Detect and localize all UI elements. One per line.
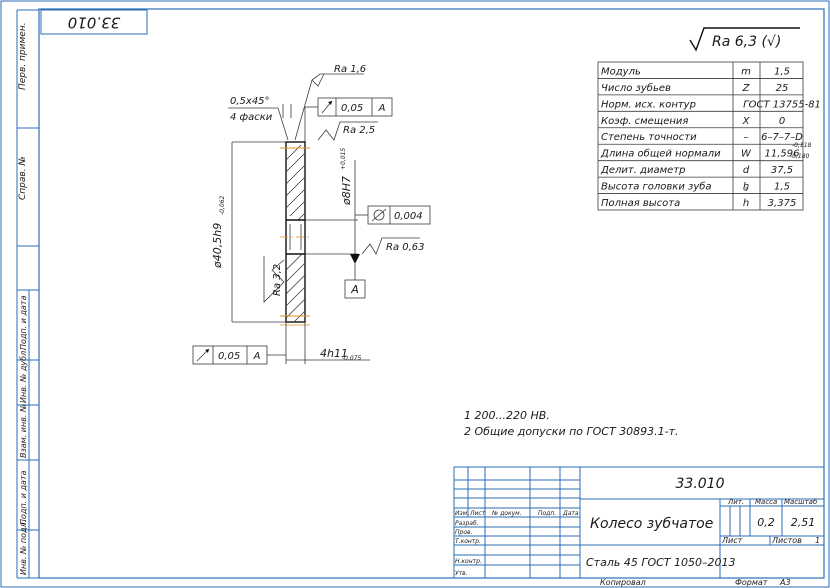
tb-row-nkontr: Н.контр. bbox=[455, 558, 482, 565]
rotated-code-box: 33.010 bbox=[40, 9, 148, 35]
param-value: 3,375 bbox=[768, 198, 797, 209]
tb-col-sign: Подп. bbox=[538, 510, 556, 517]
side-label-4: Инв. № дубл. bbox=[19, 348, 28, 403]
general-roughness: Ra 6,3 (√) bbox=[689, 27, 800, 52]
runout-bottom-value: 0,05 bbox=[218, 351, 240, 362]
runout-top-value: 0,05 bbox=[341, 103, 363, 114]
param-symbol: h bbox=[743, 182, 749, 193]
runout-top-datum: A bbox=[378, 103, 386, 114]
param-name: Полная высота bbox=[601, 198, 680, 209]
format-label: Формат bbox=[735, 578, 768, 587]
title-block: 33.010 Колесо зубчатое Сталь 45 ГОСТ 105… bbox=[453, 466, 825, 579]
param-value: 1,5 bbox=[774, 182, 790, 193]
cyl-value: 0,004 bbox=[394, 211, 423, 222]
tb-name: Колесо зубчатое bbox=[590, 516, 713, 532]
dim-width-tol: -0,075 bbox=[342, 355, 362, 362]
gear-section-outline bbox=[285, 141, 306, 323]
datum-triangle bbox=[350, 254, 360, 264]
param-name: Длина общей нормали bbox=[600, 148, 721, 160]
datum-letter: A bbox=[350, 283, 359, 296]
param-symbol: h bbox=[743, 198, 749, 209]
side-label-2: Справ. № bbox=[18, 156, 28, 200]
param-name: Модуль bbox=[601, 66, 641, 77]
tb-row-prov: Пров. bbox=[455, 529, 473, 536]
dim-bore-tol: +0,015 bbox=[340, 148, 347, 170]
tb-sheets-label: Листов bbox=[771, 536, 802, 545]
runout-bottom-datum: A bbox=[253, 351, 261, 362]
param-name: Норм. исх. контур bbox=[601, 99, 696, 110]
param-value: 11,596 bbox=[765, 149, 800, 160]
tb-col-date: Дата bbox=[562, 510, 579, 517]
ra-face: Ra 2,5 bbox=[343, 125, 375, 136]
datum-box bbox=[344, 279, 366, 299]
note-2: 2 Общие допуски по ГОСТ 30893.1-т. bbox=[464, 425, 679, 438]
tb-scale-label: Масштаб bbox=[784, 498, 818, 506]
tb-row-tkontr: Т.контр. bbox=[455, 538, 481, 545]
ra-bore: Ra 0,63 bbox=[386, 242, 425, 253]
tb-material: Сталь 45 ГОСТ 1050–2013 bbox=[586, 556, 736, 569]
inner-frame bbox=[38, 8, 825, 579]
ra-left: Ra 3,2 bbox=[272, 264, 283, 296]
side-label-5: Взам. инв. № bbox=[19, 404, 28, 458]
dim-outer-tol: -0,062 bbox=[219, 195, 226, 215]
tb-row-razrab: Разраб. bbox=[455, 520, 479, 527]
note-1: 1 200...220 HB. bbox=[464, 409, 550, 422]
param-name: Число зубьев bbox=[601, 82, 671, 94]
hatch-upper bbox=[285, 144, 306, 221]
param-symbol: X bbox=[742, 116, 751, 127]
param-name: Делит. диаметр bbox=[600, 165, 685, 176]
param-symbol: Z bbox=[742, 83, 751, 94]
tb-mass: 0,2 bbox=[757, 516, 775, 529]
tb-col-izm: Изм. bbox=[455, 510, 469, 517]
tb-sheets: 1 bbox=[815, 536, 820, 545]
tb-scale: 2,51 bbox=[791, 516, 816, 529]
param-value: 25 bbox=[776, 83, 789, 94]
tb-col-doc: № докум. bbox=[491, 510, 522, 517]
ra-top: Ra 1,6 bbox=[334, 64, 366, 75]
tb-sheet-label: Лист bbox=[721, 536, 743, 545]
w-tol-upper: -0,118 bbox=[792, 142, 812, 149]
param-value: 37,5 bbox=[771, 165, 793, 176]
general-roughness-text: Ra 6,3 (√) bbox=[712, 34, 781, 50]
part-drawing: ø40,5h9 -0,062 ø8H7 +0,015 A 4h11 -0,075… bbox=[192, 64, 431, 365]
ha-subscript: a bbox=[744, 186, 748, 193]
param-value: 0 bbox=[779, 116, 785, 127]
param-symbol: m bbox=[741, 66, 751, 77]
param-symbol: – bbox=[744, 132, 749, 143]
side-strip: Перв. примен. Справ. № Подп. и дата Инв.… bbox=[16, 9, 39, 579]
dim-outer: ø40,5h9 bbox=[211, 223, 224, 269]
tb-col-list: Лист bbox=[469, 510, 486, 517]
format-value: A3 bbox=[779, 578, 791, 587]
param-value: 1,5 bbox=[774, 66, 790, 77]
param-value: 6–7–7–D bbox=[761, 132, 803, 143]
side-label-3: Подп. и дата bbox=[19, 295, 28, 350]
param-value: ГОСТ 13755-81 bbox=[743, 99, 821, 110]
param-name: Степень точности bbox=[601, 132, 697, 143]
param-name: Высота головки зуба bbox=[601, 181, 712, 193]
dim-width: 4h11 bbox=[320, 347, 348, 360]
copied-label: Копировал bbox=[600, 578, 646, 587]
dim-bore: ø8H7 bbox=[340, 176, 353, 206]
param-name: Коэф. смещения bbox=[601, 116, 688, 127]
tb-designation: 33.010 bbox=[676, 476, 725, 492]
rotated-code: 33.010 bbox=[68, 14, 121, 32]
param-symbol: W bbox=[741, 149, 752, 160]
tb-lit-label: Лит. bbox=[727, 498, 744, 506]
param-symbol: d bbox=[743, 165, 750, 176]
tb-row-utv: Утв. bbox=[455, 570, 468, 577]
side-label-7: Инв. № подл. bbox=[19, 520, 28, 575]
chamfer-dim: 0,5x45° bbox=[230, 96, 270, 107]
w-tol-lower: -0,180 bbox=[790, 153, 810, 160]
side-label-6: Подп. и дата bbox=[19, 470, 28, 525]
tb-mass-label: Масса bbox=[755, 498, 777, 506]
side-label-1: Перв. примен. bbox=[18, 22, 28, 90]
chamfer-note: 4 фаски bbox=[230, 112, 273, 123]
hatch-lower bbox=[285, 253, 306, 323]
